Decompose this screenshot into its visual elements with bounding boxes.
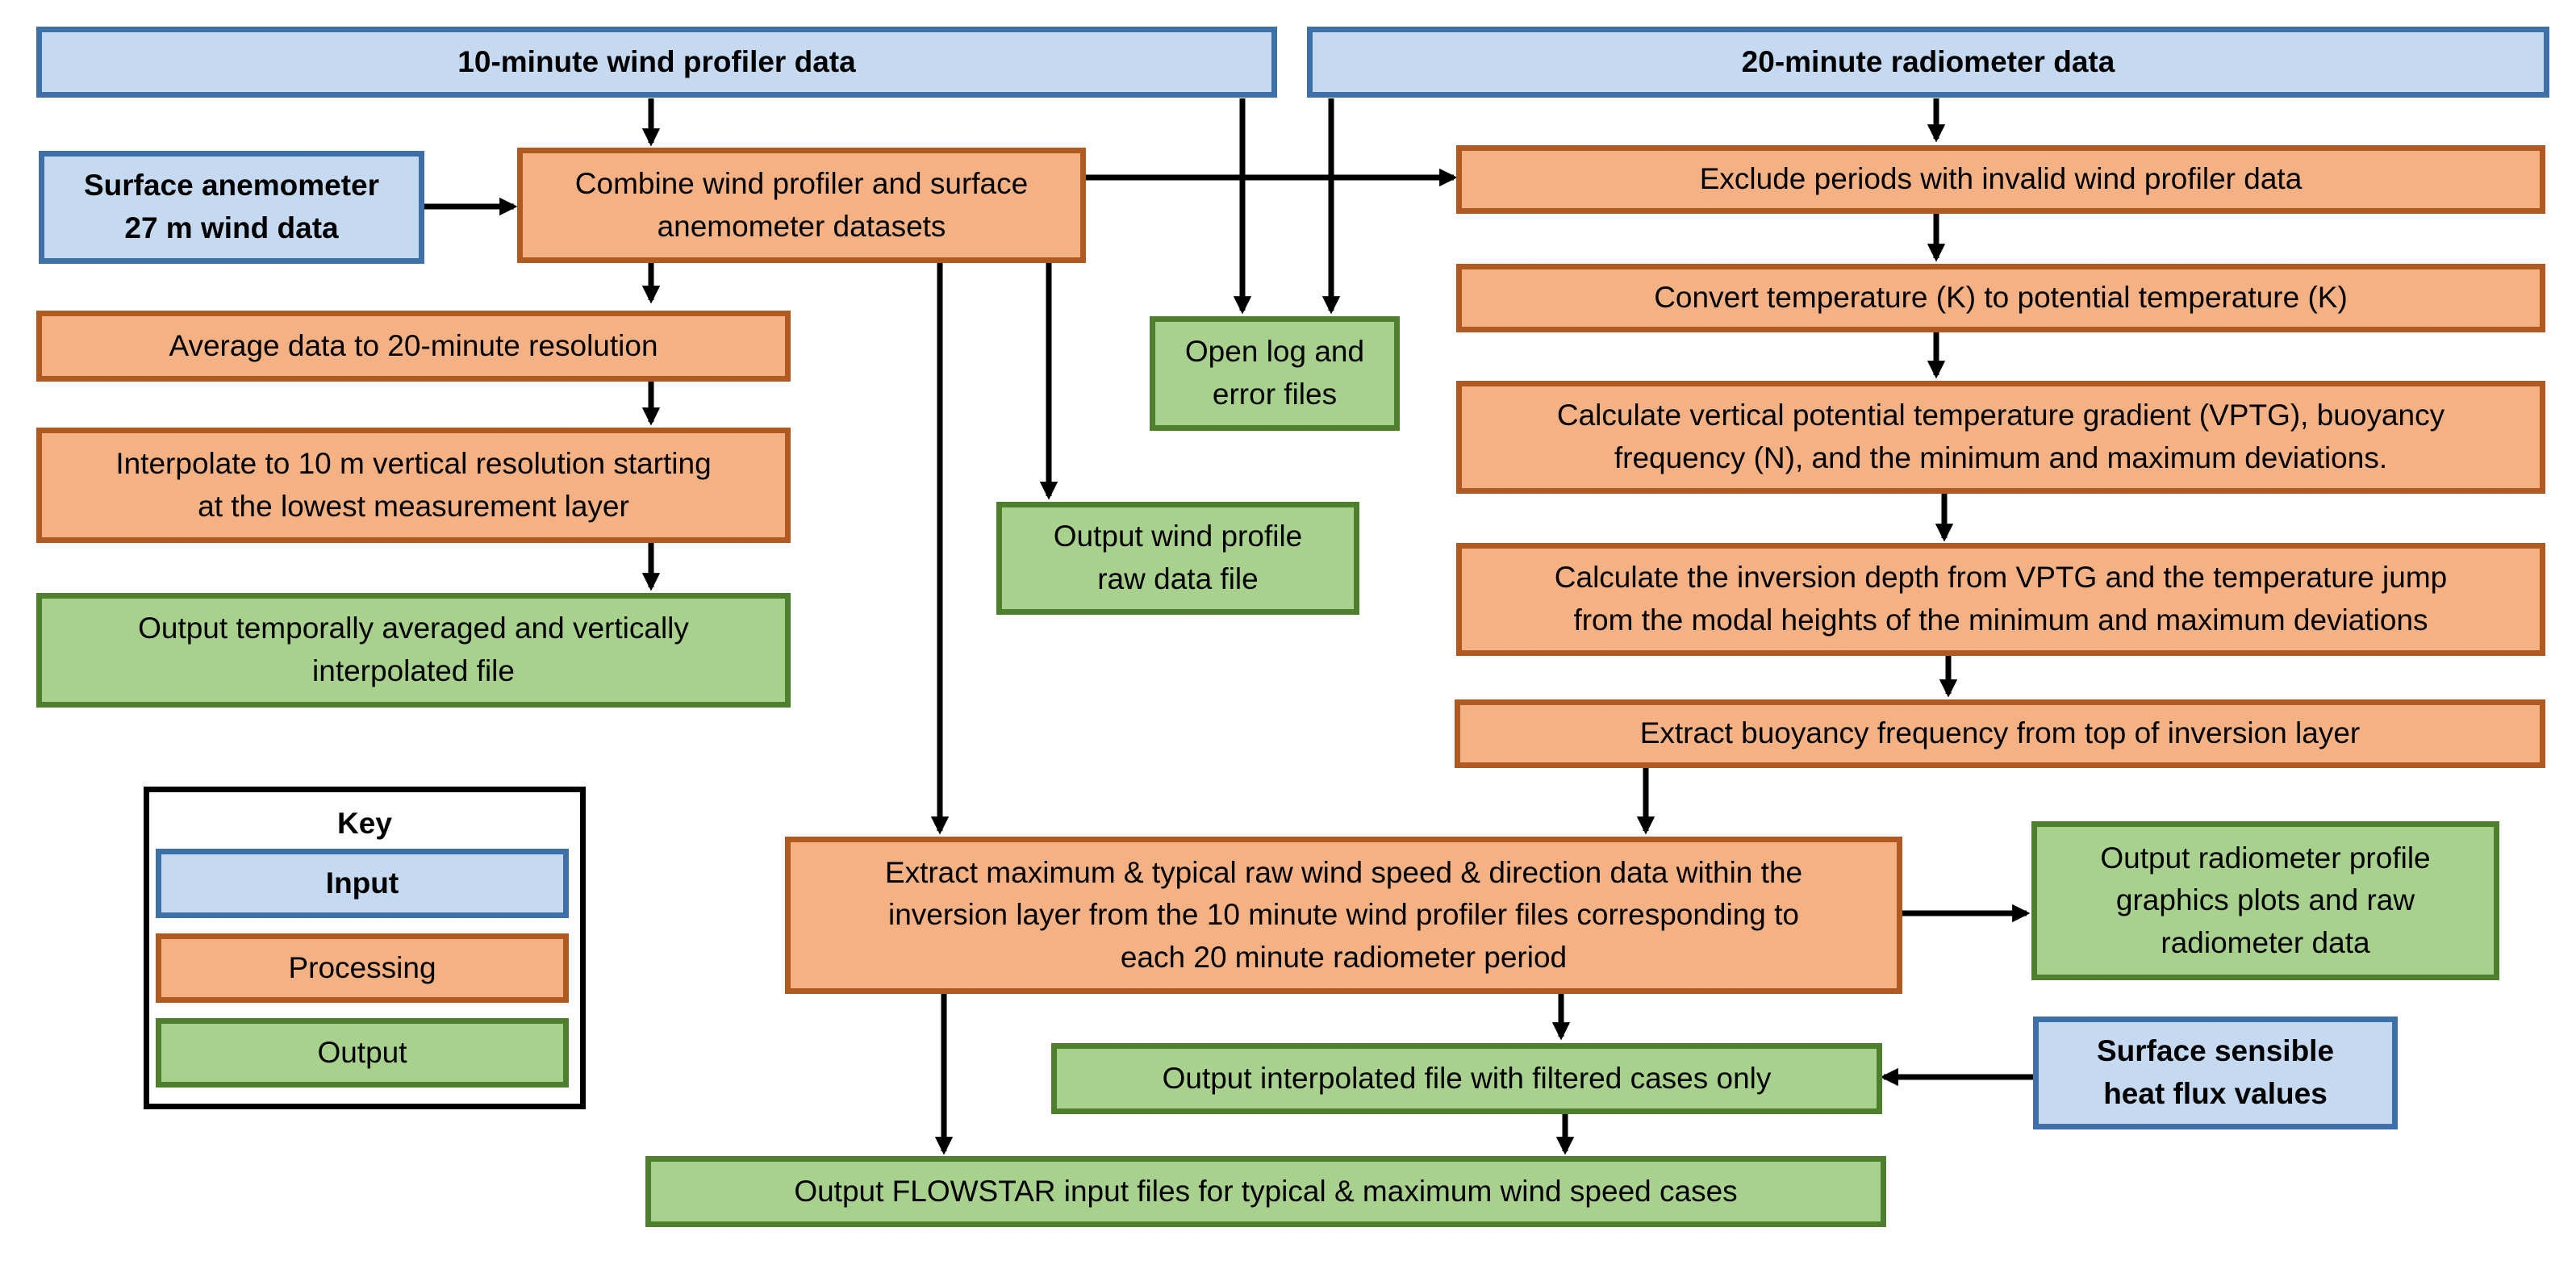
legend-title: Key	[337, 807, 392, 840]
log-files-output-label: Open log and error files	[1184, 335, 1365, 411]
extract-buoyancy-step: Extract buoyancy frequency from top of i…	[1455, 699, 2545, 768]
surface-heat-flux-input-label: Surface sensible heat flux values	[2096, 1034, 2335, 1110]
wind-raw-output-label: Output wind profile raw data file	[1053, 520, 1303, 595]
calculate-vptg-step: Calculate vertical potential temperature…	[1456, 381, 2545, 494]
surface-anemometer-input: Surface anemometer 27 m wind data	[39, 151, 424, 264]
wind-raw-output: Output wind profile raw data file	[996, 502, 1359, 615]
exclude-invalid-step: Exclude periods with invalid wind profil…	[1456, 145, 2545, 214]
legend-output-swatch: Output	[156, 1018, 569, 1088]
extract-wind-step: Extract maximum & typical raw wind speed…	[785, 837, 1902, 994]
temporal-file-output: Output temporally averaged and verticall…	[36, 593, 791, 708]
filtered-file-output: Output interpolated file with filtered c…	[1051, 1043, 1882, 1114]
convert-temperature-step: Convert temperature (K) to potential tem…	[1456, 264, 2545, 332]
extract-buoyancy-label: Extract buoyancy frequency from top of i…	[1639, 716, 2361, 750]
filtered-file-output-label: Output interpolated file with filtered c…	[1162, 1061, 1772, 1095]
average-data-step: Average data to 20-minute resolution	[36, 311, 791, 382]
calculate-inversion-label: Calculate the inversion depth from VPTG …	[1554, 561, 2448, 637]
calculate-inversion-step: Calculate the inversion depth from VPTG …	[1456, 543, 2545, 656]
exclude-invalid-label: Exclude periods with invalid wind profil…	[1699, 162, 2303, 196]
radiometer-plots-output-label: Output radiometer profile graphics plots…	[2100, 841, 2431, 959]
temporal-file-output-label: Output temporally averaged and verticall…	[138, 612, 689, 687]
log-files-output: Open log and error files	[1150, 316, 1400, 431]
surface-anemometer-input-label: Surface anemometer 27 m wind data	[83, 169, 380, 244]
legend-processing-label: Processing	[288, 950, 436, 984]
legend-input-swatch: Input	[156, 849, 569, 918]
calculate-vptg-label: Calculate vertical potential temperature…	[1556, 399, 2445, 474]
extract-wind-label: Extract maximum & typical raw wind speed…	[884, 855, 1803, 974]
legend-output-label: Output	[317, 1035, 407, 1069]
combine-datasets-label: Combine wind profiler and surface anemom…	[574, 166, 1029, 243]
flowstar-output: Output FLOWSTAR input files for typical …	[645, 1156, 1886, 1227]
convert-temperature-label: Convert temperature (K) to potential tem…	[1654, 281, 2348, 315]
legend-input-label: Input	[325, 866, 399, 900]
radiometer-plots-output: Output radiometer profile graphics plots…	[2031, 821, 2499, 980]
surface-heat-flux-input: Surface sensible heat flux values	[2033, 1017, 2398, 1129]
interpolate-step: Interpolate to 10 m vertical resolution …	[36, 428, 791, 543]
radiometer-input-label: 20-minute radiometer data	[1741, 44, 2115, 78]
average-data-label: Average data to 20-minute resolution	[169, 328, 658, 362]
wind-profiler-input-label: 10-minute wind profiler data	[457, 44, 856, 78]
wind-profiler-input: 10-minute wind profiler data	[36, 27, 1277, 98]
combine-datasets-step: Combine wind profiler and surface anemom…	[517, 148, 1086, 263]
radiometer-input: 20-minute radiometer data	[1307, 27, 2549, 98]
legend-processing-swatch: Processing	[156, 933, 569, 1003]
flowstar-output-label: Output FLOWSTAR input files for typical …	[794, 1174, 1738, 1208]
interpolate-label: Interpolate to 10 m vertical resolution …	[115, 446, 712, 523]
